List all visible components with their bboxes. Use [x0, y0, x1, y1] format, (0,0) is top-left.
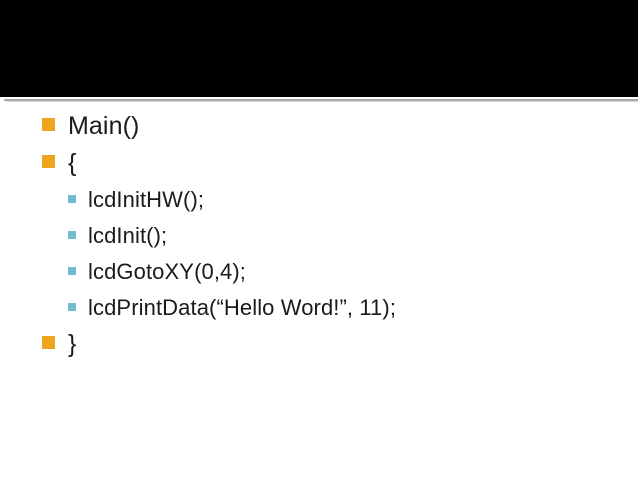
title-separator-line	[4, 99, 638, 101]
square-bullet-icon	[42, 118, 55, 131]
list-item-label: lcdInit();	[88, 223, 168, 248]
square-sub-bullet-icon	[68, 303, 76, 311]
list-item-label: {	[68, 149, 77, 177]
list-item: Main()	[0, 108, 638, 145]
square-sub-bullet-icon	[68, 195, 76, 203]
slide-title-band	[0, 0, 638, 97]
list-item: lcdInit();	[0, 218, 638, 254]
list-item: lcdPrintData(“Hello Word!”, 11);	[0, 290, 638, 326]
list-item-label: }	[68, 330, 77, 358]
list-item-label: Main()	[68, 112, 140, 140]
list-item: lcdGotoXY(0,4);	[0, 254, 638, 290]
list-item: }	[0, 326, 638, 363]
square-sub-bullet-icon	[68, 267, 76, 275]
list-item-label: lcdInitHW();	[88, 187, 205, 212]
title-rule-gap	[0, 97, 638, 99]
slide-body: Main() { lcdInitHW(); lcdInit(); lcdGoto…	[0, 108, 638, 363]
square-sub-bullet-icon	[68, 231, 76, 239]
list-item-label: lcdPrintData(“Hello Word!”, 11);	[88, 295, 397, 320]
bullet-list: Main() { lcdInitHW(); lcdInit(); lcdGoto…	[0, 108, 638, 363]
list-item-label: lcdGotoXY(0,4);	[88, 259, 247, 284]
title-separator-shadow	[6, 101, 638, 102]
list-item: {	[0, 145, 638, 182]
square-bullet-icon	[42, 336, 55, 349]
list-item: lcdInitHW();	[0, 182, 638, 218]
square-bullet-icon	[42, 155, 55, 168]
